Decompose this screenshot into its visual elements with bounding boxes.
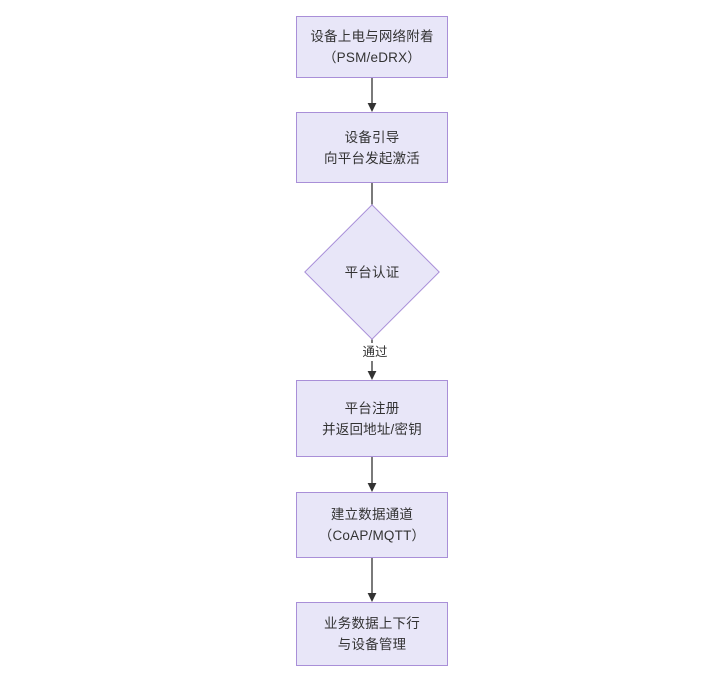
node-label-line1: 平台认证 xyxy=(344,264,400,280)
node-label-line1: 建立数据通道 xyxy=(330,507,414,522)
edge-n4-n5 xyxy=(367,457,377,492)
node-label-line2: 与设备管理 xyxy=(337,637,407,652)
node-platform-registration[interactable]: 平台注册 并返回地址/密钥 xyxy=(296,380,448,457)
node-establish-data-channel[interactable]: 建立数据通道 （CoAP/MQTT） xyxy=(296,492,448,558)
node-power-on-network-attach[interactable]: 设备上电与网络附着 （PSM/eDRX） xyxy=(296,16,448,78)
edge-n1-n2 xyxy=(367,78,377,112)
node-platform-authentication[interactable]: 平台认证 xyxy=(304,204,440,340)
node-label-line1: 设备上电与网络附着 xyxy=(310,29,434,44)
node-label-line2: 向平台发起激活 xyxy=(324,150,420,166)
node-label-line2: （CoAP/MQTT） xyxy=(318,528,426,543)
node-label-line2: 并返回地址/密钥 xyxy=(322,421,422,437)
edge-label-pass: 通过 xyxy=(355,343,395,361)
node-label-line1: 设备引导 xyxy=(344,129,400,145)
node-label-line1: 平台注册 xyxy=(344,400,400,416)
node-label-line1: 业务数据上下行 xyxy=(324,616,420,631)
node-business-data-and-device-management[interactable]: 业务数据上下行 与设备管理 xyxy=(296,602,448,666)
node-label-line2: （PSM/eDRX） xyxy=(322,50,422,65)
edge-n5-n6 xyxy=(367,558,377,602)
node-device-bootstrap-activation[interactable]: 设备引导 向平台发起激活 xyxy=(296,112,448,183)
